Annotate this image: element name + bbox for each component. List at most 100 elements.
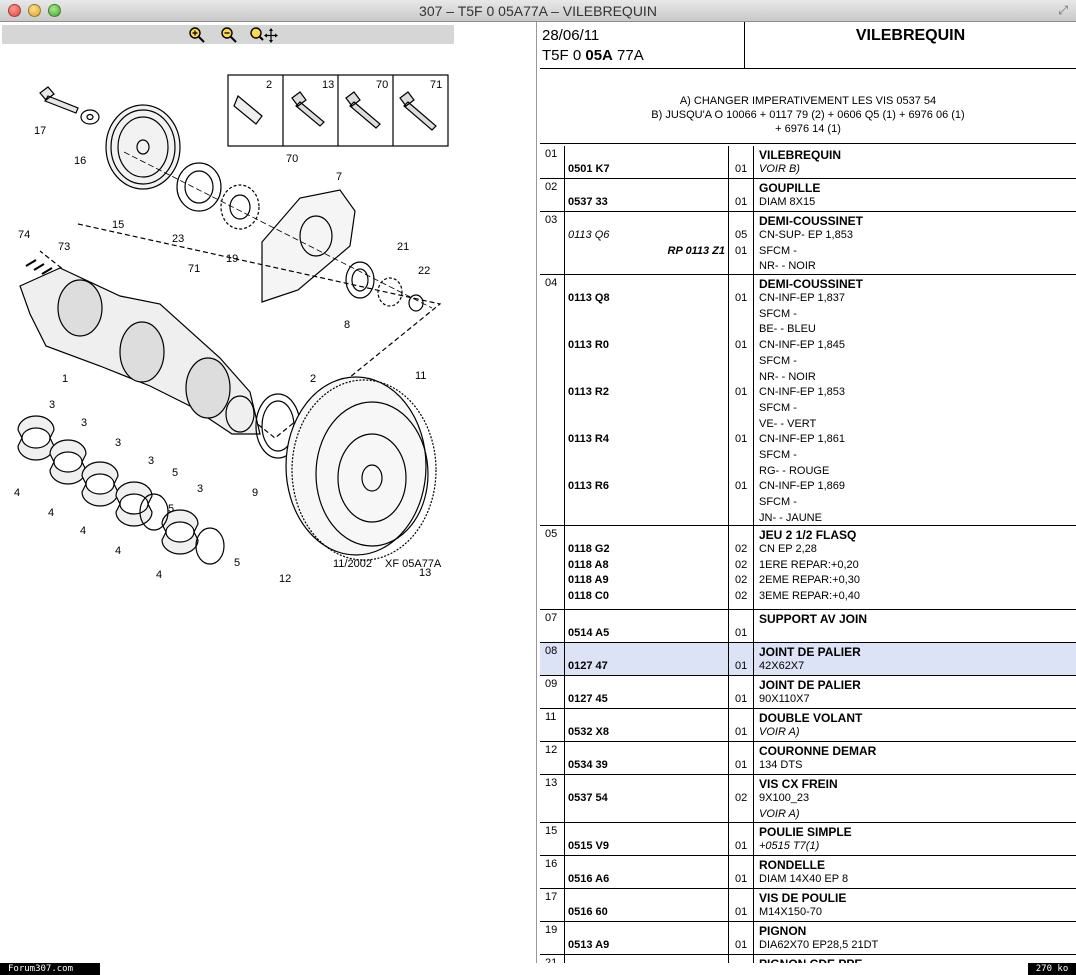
part-reference[interactable]: 0118 A8 — [568, 558, 609, 571]
reference-cell: 0516 A6 — [565, 856, 729, 888]
part-reference[interactable]: 0113 R4 — [568, 433, 609, 446]
row-index: 11 — [540, 709, 565, 741]
window-titlebar: 307 – T5F 0 05A77A – VILEBREQUIN ⤢ — [0, 0, 1076, 22]
part-name: DEMI-COUSSINET — [759, 277, 864, 291]
reference-cell: 0118 G2 0118 A8 0118 A9 0118 C0 — [565, 526, 729, 609]
svg-text:21: 21 — [397, 241, 409, 253]
part-reference[interactable]: 0501 K7 — [568, 163, 610, 175]
quantity-cell: 01 — [729, 742, 754, 774]
site-label: Forum307.com — [0, 963, 100, 975]
quantity-cell: 01 — [729, 610, 754, 642]
part-name: VIS DE POULIE — [759, 891, 847, 905]
table-row[interactable]: 21PIGNON CDE PPE — [540, 955, 1076, 963]
part-reference[interactable]: 0113 Q8 — [568, 292, 610, 304]
reference-cell: 0515 V9 — [565, 823, 729, 855]
part-reference[interactable]: 0537 33 — [568, 196, 608, 208]
part-reference[interactable]: 0515 V9 — [568, 840, 609, 852]
row-index: 03 — [540, 212, 565, 274]
part-reference[interactable]: 0513 A9 — [568, 939, 610, 951]
part-reference[interactable]: 0118 A9 — [568, 574, 609, 587]
svg-text:5: 5 — [172, 467, 178, 479]
part-detail: CN-SUP- EP 1,853 — [759, 229, 853, 241]
part-reference[interactable]: 0118 G2 — [568, 543, 610, 555]
part-reference[interactable]: 0113 R0 — [568, 339, 609, 352]
part-reference[interactable]: 0127 45 — [568, 693, 608, 705]
part-reference[interactable]: 0516 60 — [568, 906, 608, 918]
svg-text:3: 3 — [81, 417, 87, 429]
zoom-in-icon[interactable] — [188, 26, 206, 43]
quantity-cell: 02 — [729, 775, 754, 822]
part-detail: JN- - JAUNE — [759, 511, 822, 524]
part-reference[interactable]: 0113 Q6 — [568, 229, 610, 241]
remark-b-continued: + 6976 14 (1) — [775, 123, 841, 135]
part-detail: 2EME REPAR:+0,30 — [759, 574, 860, 587]
part-name: SUPPORT AV JOIN — [759, 612, 868, 626]
zoom-pan-icon[interactable] — [249, 26, 279, 43]
svg-text:12: 12 — [279, 573, 291, 585]
svg-text:11: 11 — [415, 370, 426, 382]
zoom-out-icon[interactable] — [220, 26, 238, 43]
svg-text:70: 70 — [286, 153, 298, 165]
reference-cell: 0537 33 — [565, 179, 729, 211]
part-quantity: 01 — [735, 196, 748, 208]
row-index: 08 — [540, 643, 565, 675]
part-quantity: 01 — [735, 660, 748, 672]
part-name: GOUPILLE — [759, 181, 821, 195]
part-reference[interactable]: 0113 R6 — [568, 480, 609, 493]
svg-text:4: 4 — [156, 569, 162, 581]
minimize-window-button[interactable] — [28, 4, 41, 17]
svg-text:7: 7 — [336, 171, 342, 183]
svg-text:71: 71 — [188, 263, 200, 275]
row-index: 01 — [540, 146, 565, 178]
part-reference[interactable]: 0534 39 — [568, 759, 608, 771]
part-quantity: 01 — [735, 939, 748, 951]
part-name: VILEBREQUIN — [759, 148, 842, 162]
part-detail: 1ERE REPAR:+0,20 — [759, 558, 859, 571]
close-window-button[interactable] — [8, 4, 21, 17]
quantity-cell: 01 — [729, 643, 754, 675]
part-reference[interactable]: 0514 A5 — [568, 627, 610, 639]
svg-text:1: 1 — [62, 373, 68, 385]
part-reference[interactable]: RP 0113 Z1 — [667, 244, 725, 257]
quantity-cell: 01 — [729, 179, 754, 211]
part-reference[interactable]: 0113 R2 — [568, 386, 609, 399]
part-detail: BE- - BLEU — [759, 323, 816, 336]
reference-cell: 0127 47 — [565, 643, 729, 675]
part-quantity: 02 — [735, 574, 748, 587]
row-index: 15 — [540, 823, 565, 855]
part-reference[interactable]: 0127 47 — [568, 660, 608, 672]
fullscreen-icon[interactable]: ⤢ — [1058, 3, 1068, 17]
zoom-window-button[interactable] — [48, 4, 61, 17]
reference-cell — [565, 955, 729, 963]
part-reference[interactable]: 0516 A6 — [568, 873, 610, 885]
part-reference[interactable]: 0537 54 — [568, 792, 608, 804]
quantity-cell — [729, 955, 754, 963]
svg-text:19: 19 — [226, 253, 238, 265]
diagram-date: 11/2002 — [333, 558, 372, 570]
part-detail: SFCM - — [759, 354, 797, 367]
part-detail: CN-INF-EP 1,861 — [759, 433, 845, 446]
page-title: VILEBREQUIN — [745, 22, 1076, 69]
part-reference[interactable]: 0532 X8 — [568, 726, 609, 738]
row-index: 05 — [540, 526, 565, 609]
row-index: 16 — [540, 856, 565, 888]
part-detail: CN-INF-EP 1,853 — [759, 386, 845, 399]
part-reference[interactable]: 0118 C0 — [568, 590, 609, 603]
